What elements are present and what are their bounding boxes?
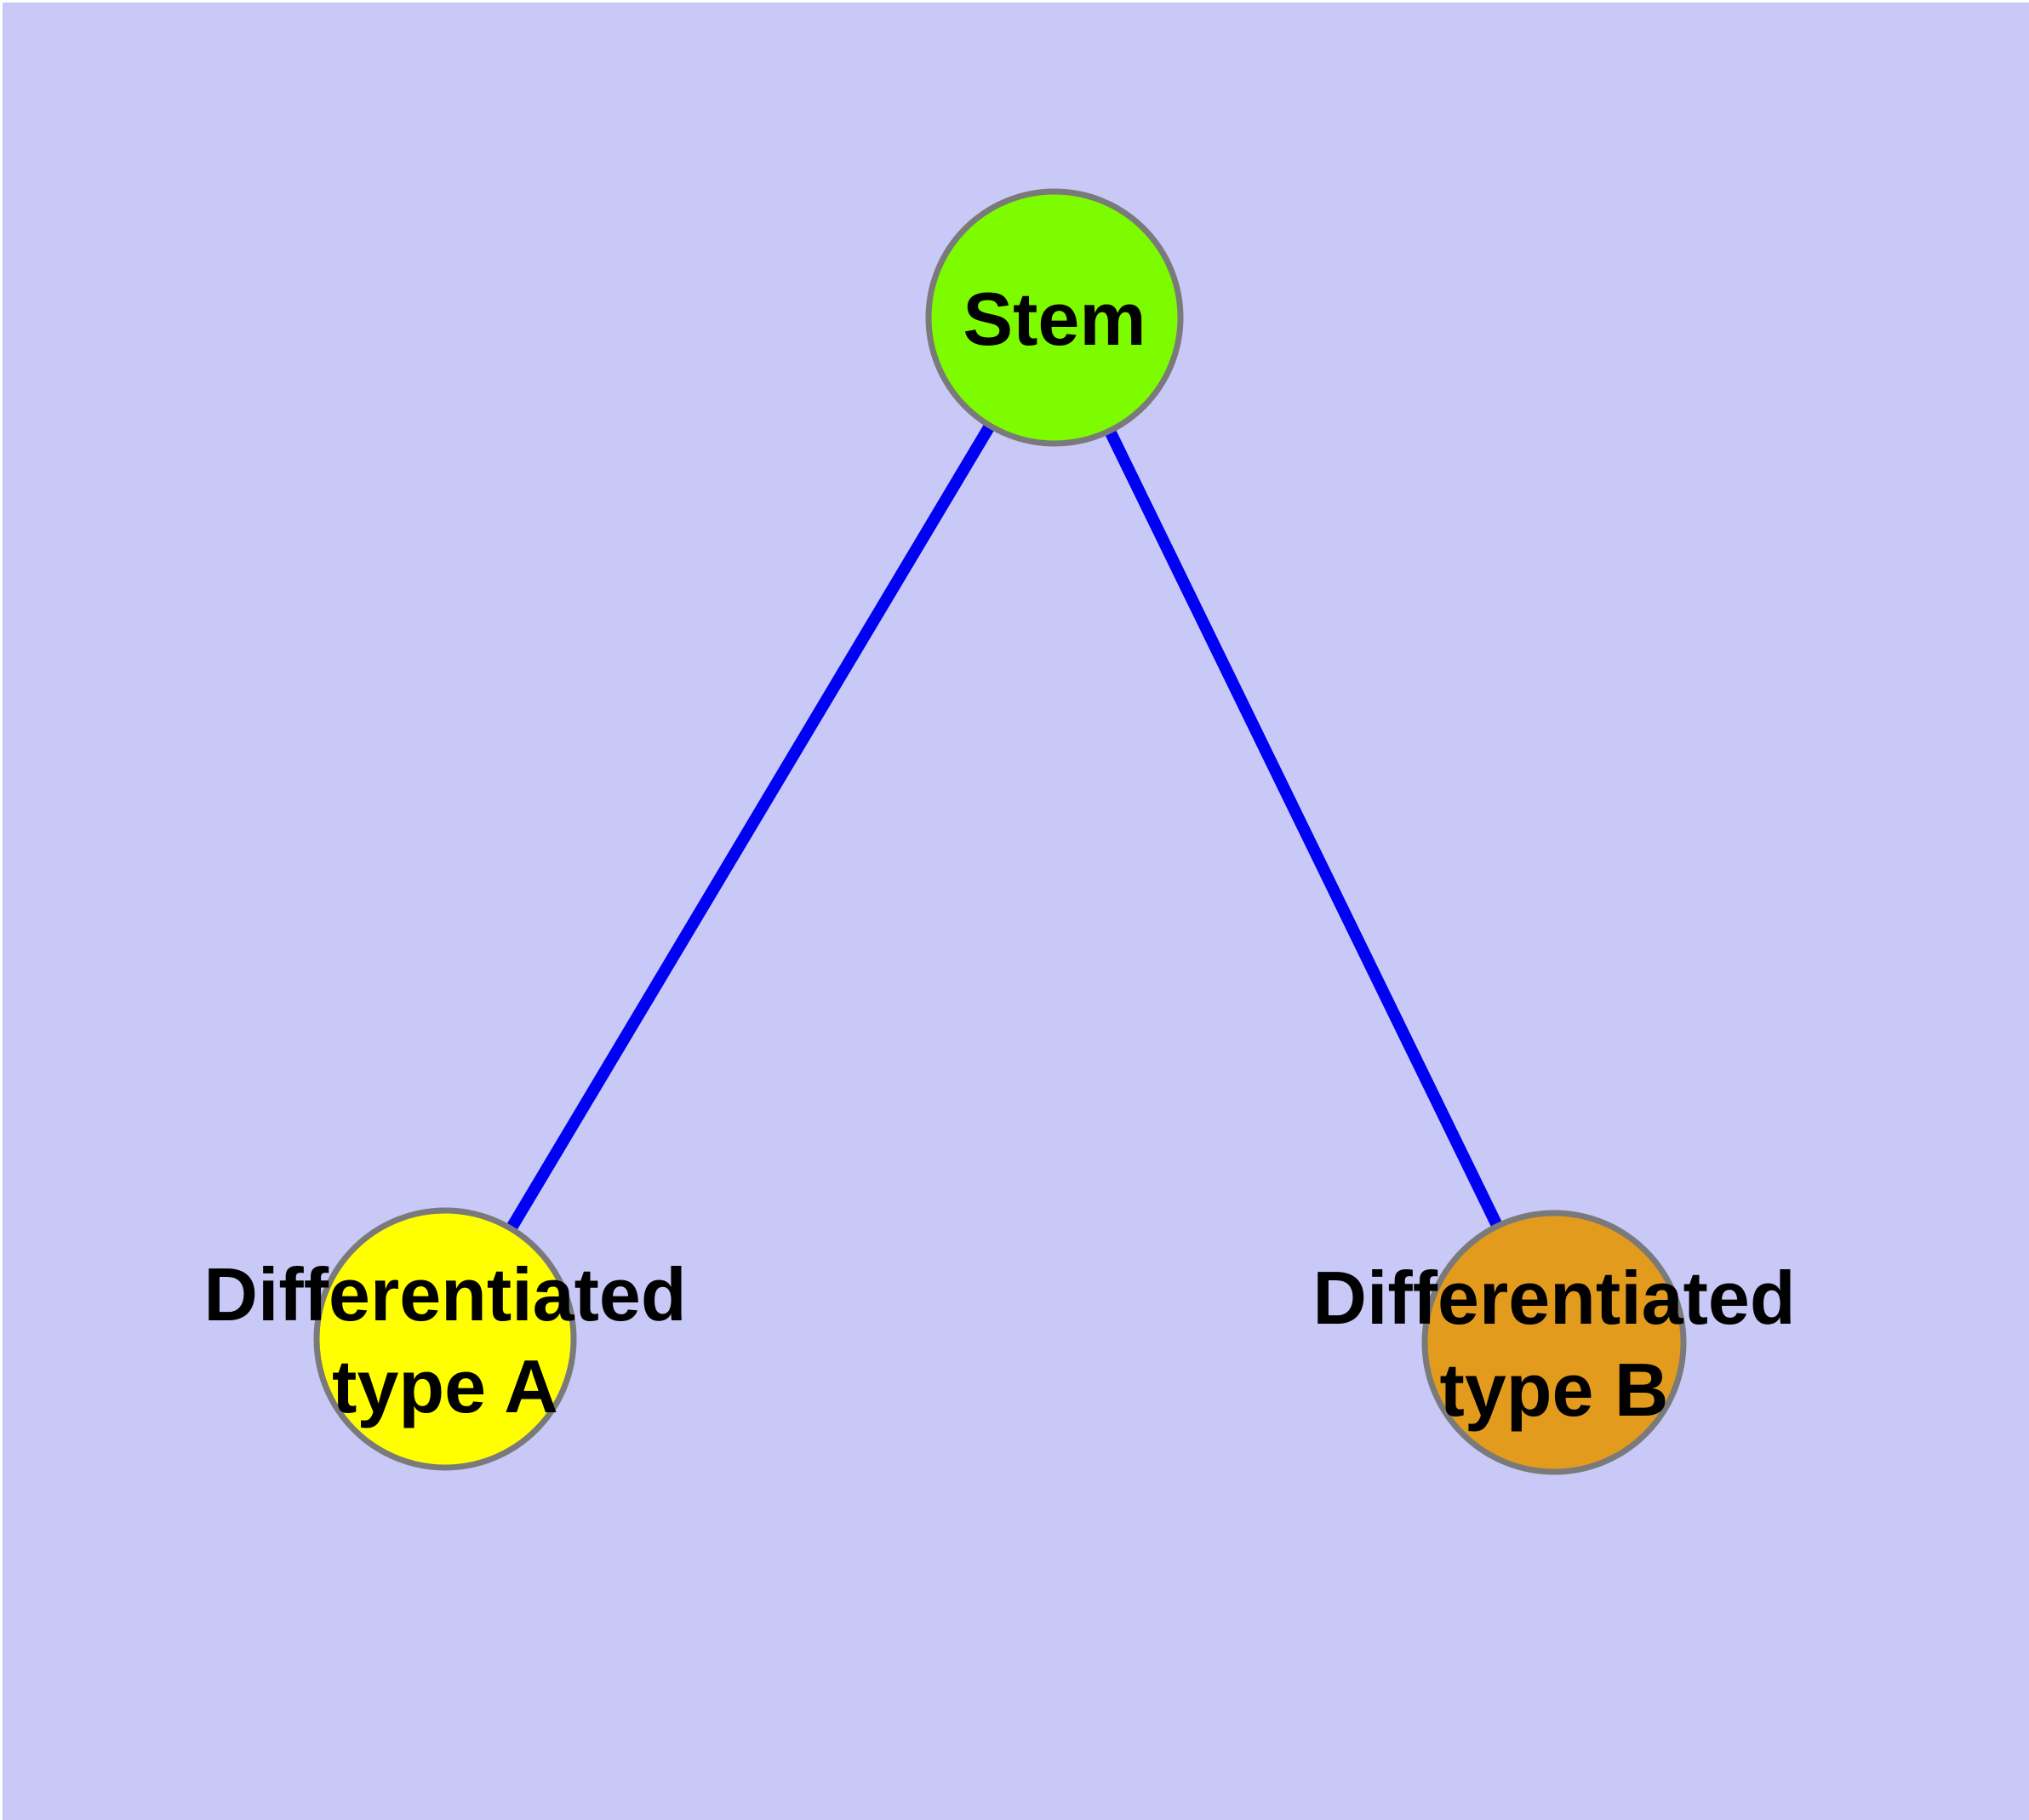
edges-layer: [439, 314, 1560, 1346]
node-differentiated-type-b-label-line-1: Differentiated: [1312, 1256, 1795, 1340]
node-stem-circle: [925, 188, 1184, 447]
node-differentiated-type-b-label-line-2: type B: [1440, 1348, 1669, 1432]
node-differentiated-type-b-circle: [1421, 1210, 1687, 1475]
node-differentiated-type-a-label-line-1: Differentiated: [203, 1252, 686, 1336]
nodes-layer: [313, 188, 1687, 1475]
node-stem-label-line-1: Stem: [963, 277, 1146, 361]
edge-stem-to-differentiated-type-b: [1049, 314, 1560, 1346]
node-differentiated-type-a-circle: [313, 1207, 577, 1471]
edge-stem-to-differentiated-type-a: [439, 314, 1060, 1342]
node-differentiated-type-a-label-line-2: type A: [332, 1344, 558, 1428]
node-stem-label: Stem: [963, 277, 1146, 361]
